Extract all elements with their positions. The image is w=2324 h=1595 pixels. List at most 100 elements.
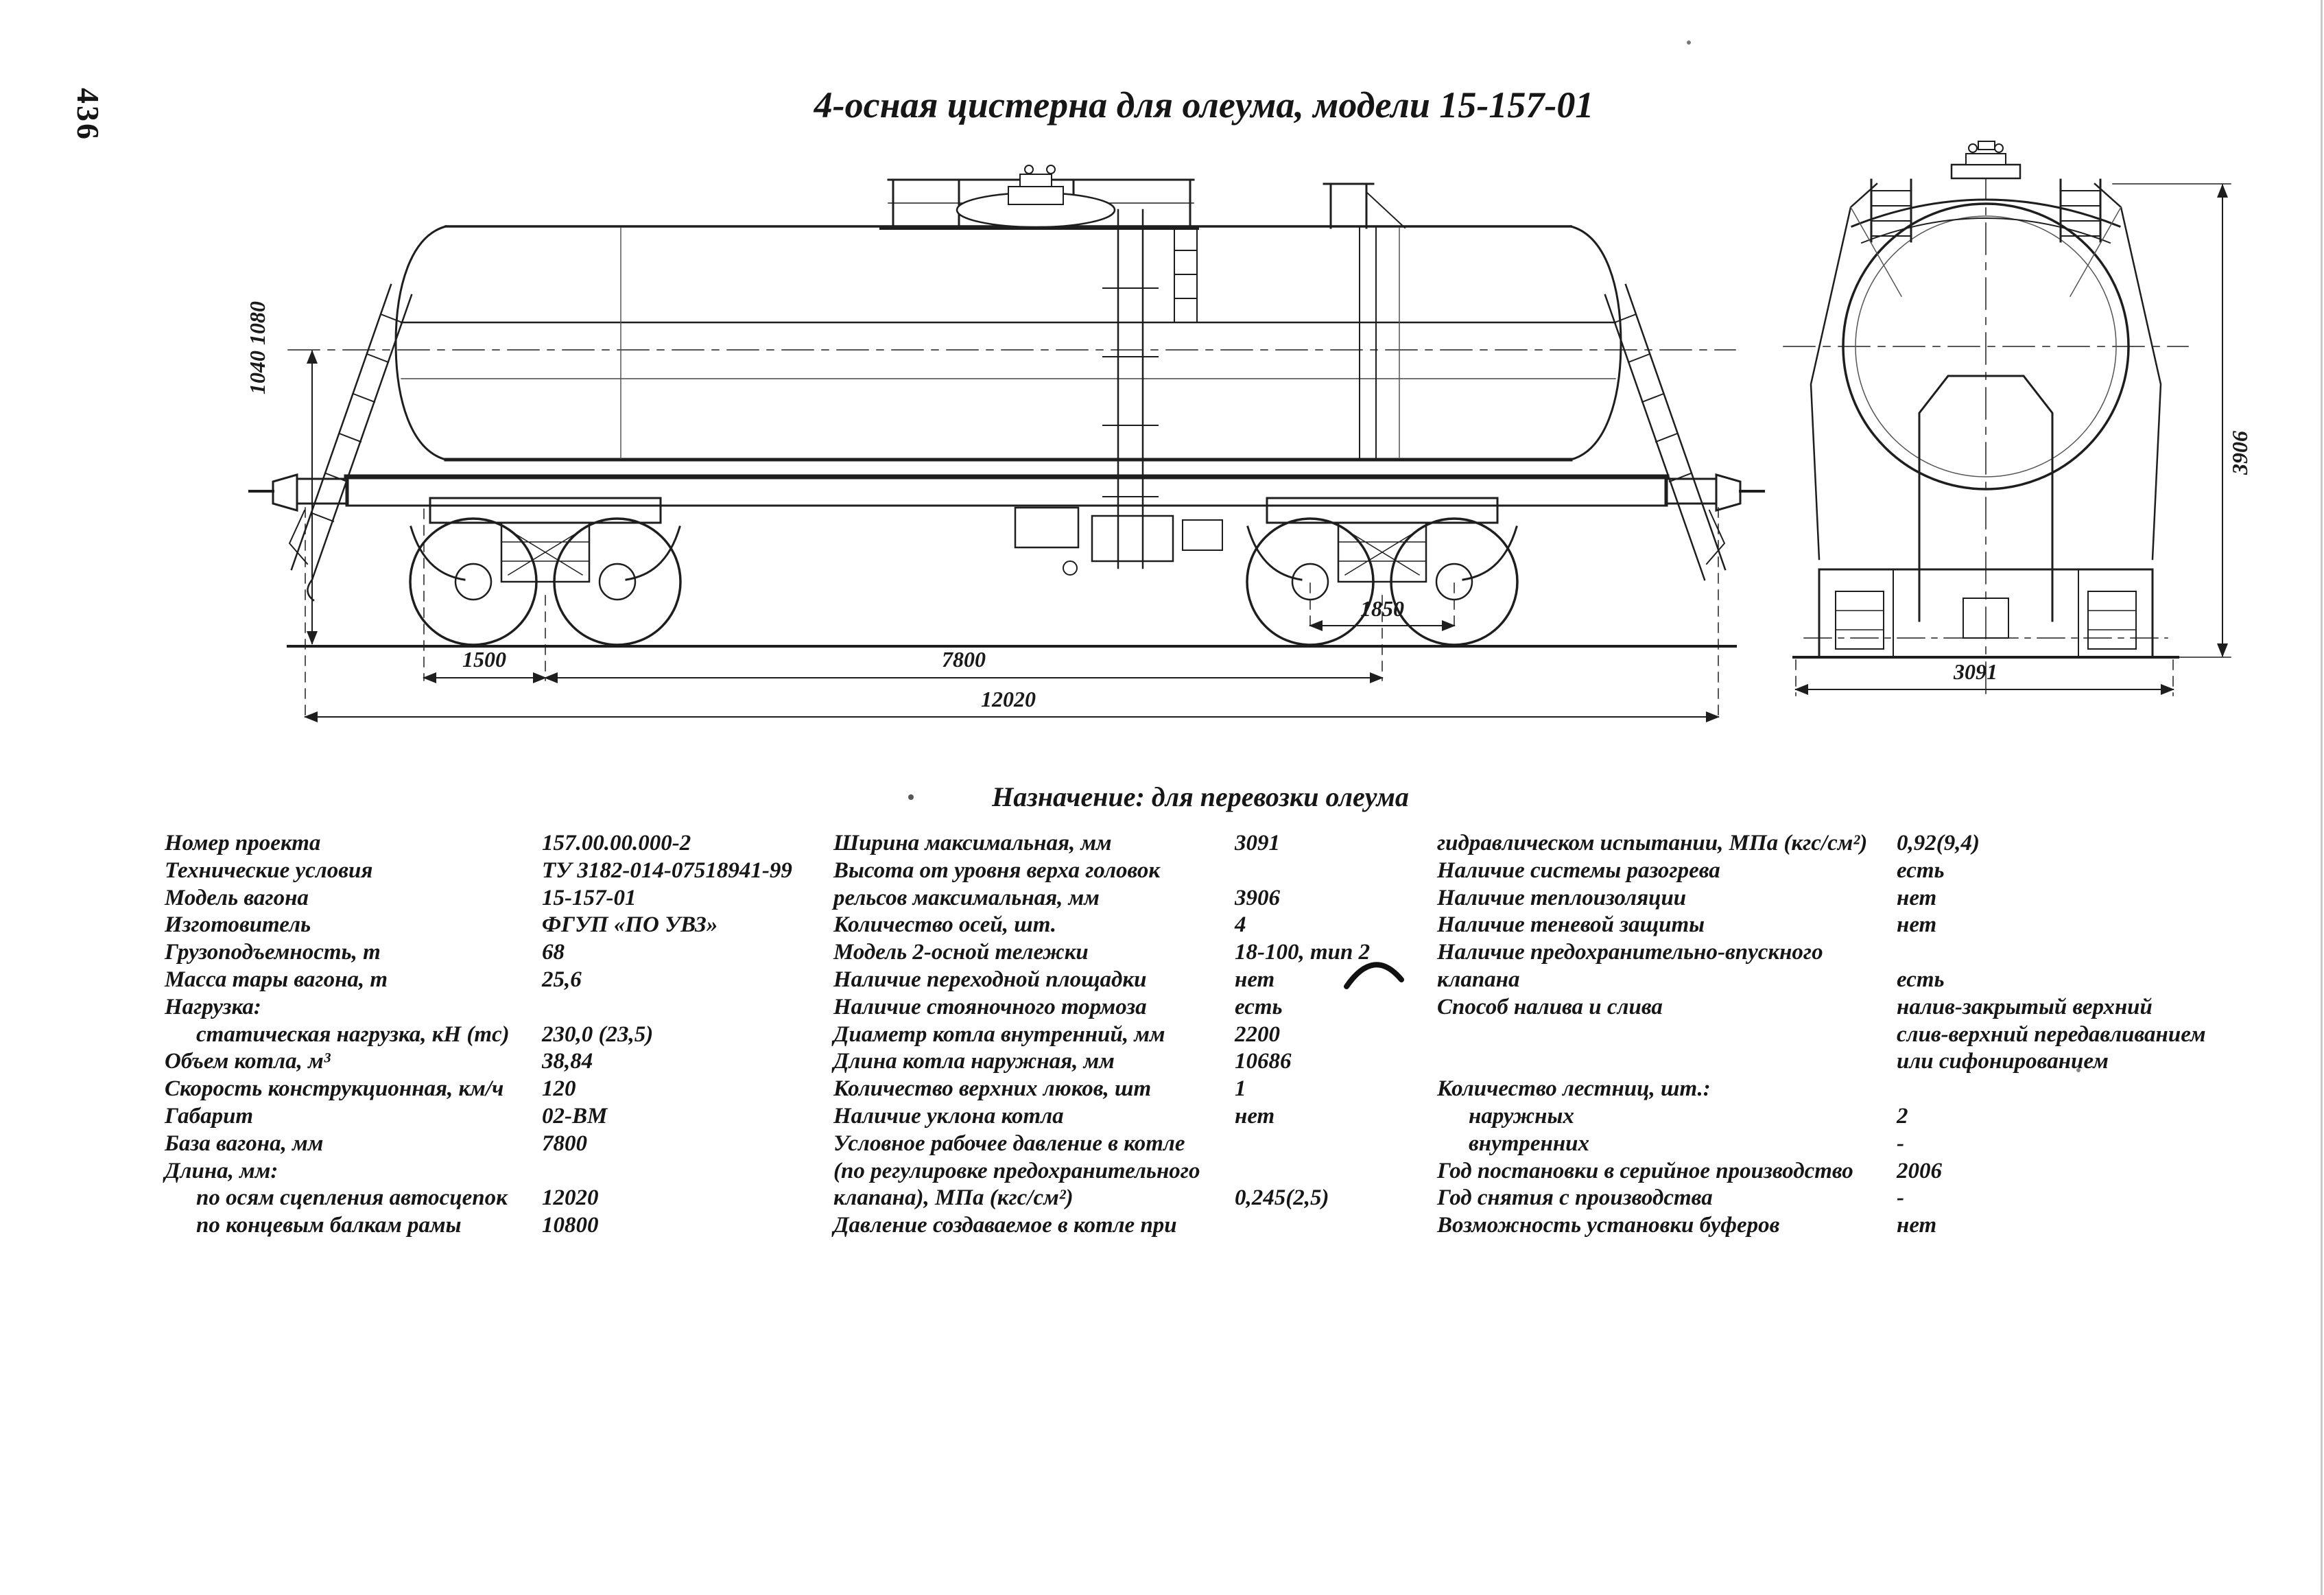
spec-label: внутренних bbox=[1469, 1131, 1590, 1156]
side-view bbox=[248, 165, 1765, 648]
spec-label: Объем котла, м³ bbox=[165, 1049, 331, 1074]
spec-label: Грузоподъемность, т bbox=[165, 940, 381, 965]
spec-column-2: Ширина максимальная, мм 3091 Высота от у… bbox=[833, 830, 1437, 1240]
spec-row: клапана есть bbox=[1437, 967, 2288, 994]
spec-label: статическая нагрузка, кН (тс) bbox=[196, 1021, 510, 1047]
spec-row: Ширина максимальная, мм 3091 bbox=[833, 830, 1437, 858]
spec-row: Наличие системы разогрева есть bbox=[1437, 858, 2288, 885]
spec-row: Наличие теплоизоляции нет bbox=[1437, 885, 2288, 912]
spec-label: Наличие стояночного тормоза bbox=[833, 994, 1147, 1019]
spec-label: клапана), МПа (кгс/см²) bbox=[833, 1185, 1074, 1211]
spec-column-1: Номер проекта 157.00.00.000-2 Технически… bbox=[165, 830, 823, 1240]
spec-row: Габарит 02-ВМ bbox=[165, 1103, 823, 1131]
spec-label: Ширина максимальная, мм bbox=[833, 831, 1112, 855]
spec-value: 38,84 bbox=[542, 1049, 593, 1074]
spec-row: Модель вагона 15-157-01 bbox=[165, 885, 823, 912]
spec-value: есть bbox=[1897, 967, 1945, 992]
spec-label: Давление создаваемое в котле при bbox=[833, 1213, 1177, 1238]
spec-row: Высота от уровня верха головок bbox=[833, 858, 1437, 885]
scan-edge-line bbox=[2321, 0, 2323, 1595]
spec-row: Год постановки в серийное производство 2… bbox=[1437, 1158, 2288, 1185]
spec-row: Технические условия ТУ 3182-014-07518941… bbox=[165, 858, 823, 885]
scan-speck bbox=[1687, 40, 1691, 45]
spec-label: Модель вагона bbox=[165, 885, 309, 910]
scan-artifact-arc bbox=[1344, 962, 1404, 989]
spec-value: есть bbox=[1235, 994, 1283, 1019]
spec-value: 230,0 (23,5) bbox=[542, 1021, 654, 1047]
spec-row: по осям сцепления автосцепок 12020 bbox=[165, 1185, 823, 1212]
spec-row: Длина, мм: bbox=[165, 1158, 823, 1185]
spec-row: Условное рабочее давление в котле bbox=[833, 1131, 1437, 1158]
spec-row: Наличие стояночного тормоза есть bbox=[833, 994, 1437, 1021]
spec-label: Количество верхних люков, шт bbox=[833, 1076, 1152, 1102]
spec-value: 2006 bbox=[1897, 1158, 1942, 1183]
spec-value: 68 bbox=[542, 940, 565, 965]
spec-row: Номер проекта 157.00.00.000-2 bbox=[165, 830, 823, 858]
spec-value: слив-верхний передавливанием bbox=[1897, 1021, 2206, 1047]
scan-speck bbox=[2076, 1068, 2080, 1072]
dim-3091: 3091 bbox=[1953, 659, 1997, 684]
spec-label: База вагона, мм bbox=[165, 1131, 324, 1156]
spec-row: Длина котла наружная, мм 10686 bbox=[833, 1048, 1437, 1076]
spec-row: База вагона, мм 7800 bbox=[165, 1131, 823, 1158]
spec-row: клапана), МПа (кгс/см²) 0,245(2,5) bbox=[833, 1185, 1437, 1212]
spec-value: или сифонированием bbox=[1897, 1049, 2109, 1074]
spec-value: нет bbox=[1897, 885, 1937, 910]
spec-value: 0,245(2,5) bbox=[1235, 1185, 1329, 1211]
spec-label: Технические условия bbox=[165, 858, 373, 883]
spec-value: ФГУП «ПО УВЗ» bbox=[542, 912, 718, 938]
spec-value: 3906 bbox=[1235, 885, 1280, 910]
bogie-left bbox=[409, 497, 682, 646]
spec-label: Нагрузка: bbox=[165, 994, 261, 1019]
spec-label: Наличие переходной площадки bbox=[833, 967, 1147, 992]
spec-value: - bbox=[1897, 1131, 1904, 1156]
spec-row: Год снятия с производства - bbox=[1437, 1185, 2288, 1212]
spec-value: 10686 bbox=[1235, 1049, 1292, 1074]
page-title: 4-осная цистерна для олеума, модели 15-1… bbox=[814, 84, 1594, 126]
spec-label: наружных bbox=[1469, 1103, 1574, 1129]
spec-row: Количество верхних люков, шт 1 bbox=[833, 1076, 1437, 1103]
spec-label: Длина котла наружная, мм bbox=[833, 1049, 1115, 1074]
spec-label: Номер проекта bbox=[165, 831, 321, 855]
spec-value: 0,92(9,4) bbox=[1897, 831, 1980, 855]
spec-label: Высота от уровня верха головок bbox=[833, 858, 1161, 883]
spec-value: нет bbox=[1897, 1213, 1937, 1238]
spec-value: налив-закрытый верхний bbox=[1897, 994, 2153, 1019]
spec-label: Количество лестниц, шт.: bbox=[1437, 1076, 1711, 1102]
spec-row: Изготовитель ФГУП «ПО УВЗ» bbox=[165, 912, 823, 939]
spec-value: 7800 bbox=[542, 1131, 587, 1156]
spec-value: 120 bbox=[542, 1076, 576, 1102]
spec-value: ТУ 3182-014-07518941-99 bbox=[542, 858, 792, 883]
dim-3906: 3906 bbox=[2227, 431, 2252, 475]
spec-column-3: гидравлическом испытании, МПа (кгс/см²) … bbox=[1437, 830, 2288, 1240]
spec-value: 25,6 bbox=[542, 967, 582, 992]
spec-row: Нагрузка: bbox=[165, 994, 823, 1021]
spec-row: Грузоподъемность, т 68 bbox=[165, 939, 823, 967]
spec-label: Изготовитель bbox=[165, 912, 311, 938]
spec-label: Наличие уклона котла bbox=[833, 1103, 1064, 1129]
dim-height-labels: 1040 1080 bbox=[245, 301, 270, 394]
spec-row: или сифонированием bbox=[1437, 1048, 2288, 1076]
spec-label: Способ налива и слива bbox=[1437, 994, 1663, 1019]
dim-7800: 7800 bbox=[942, 647, 986, 672]
spec-label: Возможность установки буферов bbox=[1437, 1213, 1780, 1238]
dim-12020: 12020 bbox=[981, 687, 1036, 711]
spec-row: Наличие теневой защиты нет bbox=[1437, 912, 2288, 939]
side-view-dimensions bbox=[304, 350, 1720, 722]
spec-value: 2200 bbox=[1235, 1021, 1280, 1047]
spec-value: 157.00.00.000-2 bbox=[542, 831, 691, 855]
spec-label: Скорость конструкционная, км/ч bbox=[165, 1076, 504, 1102]
spec-row: Количество лестниц, шт.: bbox=[1437, 1076, 2288, 1103]
spec-label: Длина, мм: bbox=[165, 1158, 278, 1183]
spec-value: 4 bbox=[1235, 912, 1246, 938]
spec-label: Наличие предохранительно-впускного bbox=[1437, 940, 1823, 965]
spec-row: статическая нагрузка, кН (тс) 230,0 (23,… bbox=[165, 1021, 823, 1049]
spec-row: Модель 2-осной тележки 18-100, тип 2 bbox=[833, 939, 1437, 967]
dim-1500: 1500 bbox=[462, 647, 506, 672]
spec-value: нет bbox=[1235, 1103, 1275, 1129]
spec-value: 1 bbox=[1235, 1076, 1246, 1102]
spec-row: Наличие переходной площадки нет bbox=[833, 967, 1437, 994]
spec-label: рельсов максимальная, мм bbox=[833, 885, 1100, 910]
spec-label: Масса тары вагона, т bbox=[165, 967, 388, 992]
spec-value: 02-ВМ bbox=[542, 1103, 608, 1129]
